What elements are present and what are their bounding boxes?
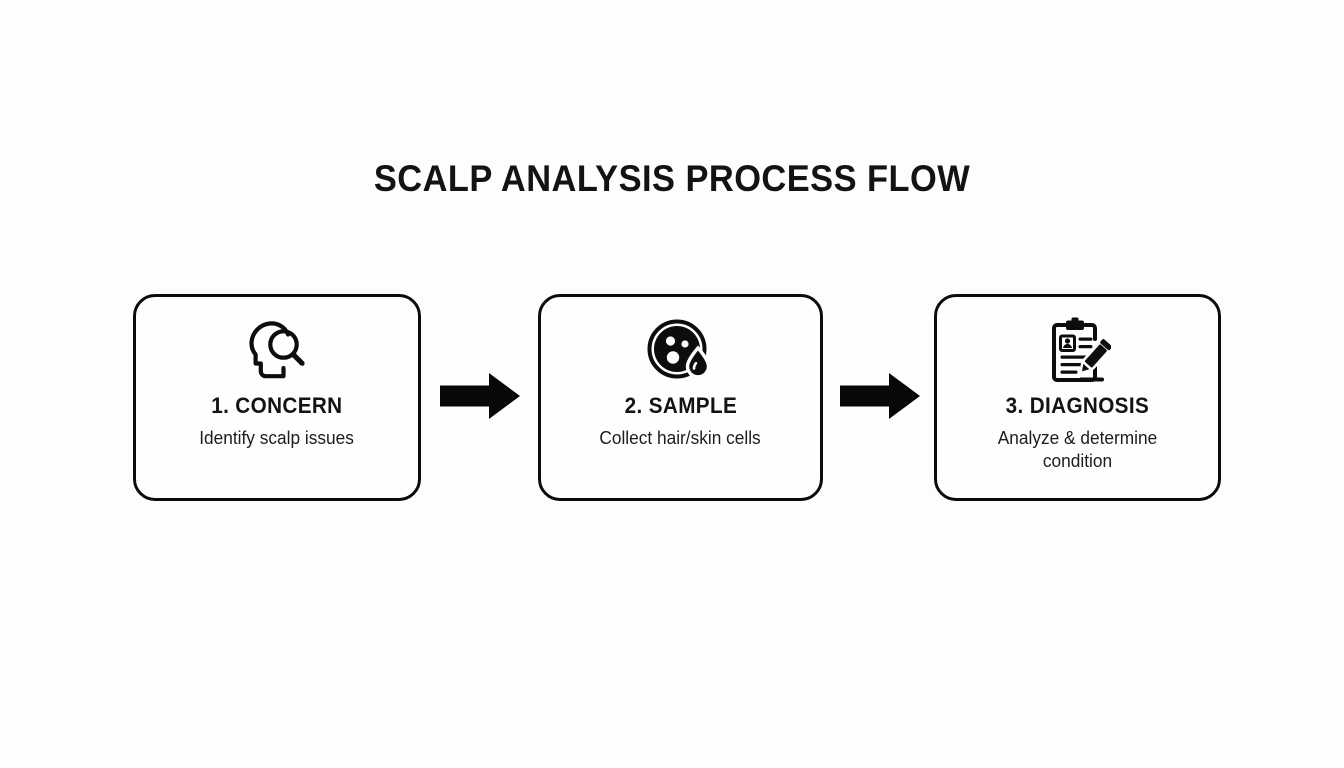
step-card-sample[interactable]: 2. SAMPLE Collect hair/skin cells [538,294,823,501]
step-heading: 1. CONCERN [211,393,343,418]
step-card-diagnosis[interactable]: 3. DIAGNOSIS Analyze & determine conditi… [934,294,1221,501]
step-heading: 2. SAMPLE [624,393,737,418]
arrow-right-icon [836,372,922,420]
arrow-right-icon [436,372,522,420]
step-heading: 3. DIAGNOSIS [1005,393,1150,418]
step-card-concern[interactable]: 1. CONCERN Identify scalp issues [133,294,421,501]
step-description: Collect hair/skin cells [599,428,762,449]
process-flow-row: 1. CONCERN Identify scalp issues [133,294,1221,501]
skin-pores-droplet-icon [645,317,717,385]
step-description: Analyze & determine condition [997,428,1158,472]
head-magnifier-icon [242,317,312,385]
page-title: SCALP ANALYSIS PROCESS FLOW [373,158,971,199]
step-description: Identify scalp issues [199,428,355,449]
clipboard-pen-icon [1045,317,1111,385]
